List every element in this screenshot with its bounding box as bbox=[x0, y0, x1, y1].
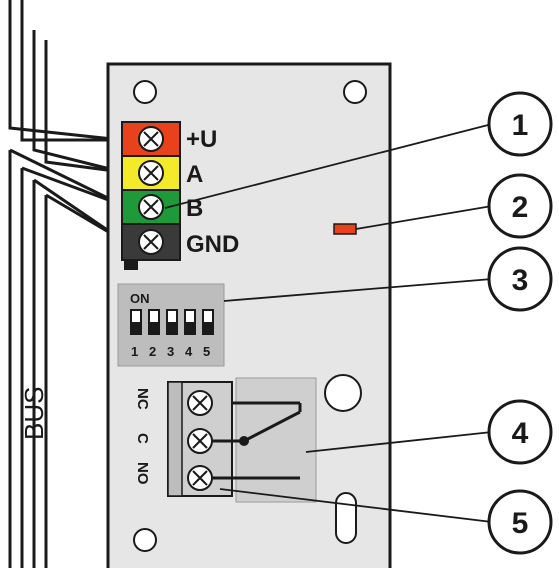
callout-1 bbox=[487, 91, 553, 157]
callout-number-5: 5 bbox=[512, 507, 529, 540]
relay-label-no: NO bbox=[134, 462, 151, 485]
mounting-hole-bottom-left bbox=[133, 528, 157, 552]
relay-label-c: C bbox=[134, 433, 151, 444]
terminal-label-gnd: GND bbox=[186, 231, 239, 258]
dip-switch-on-label: ON bbox=[130, 291, 150, 306]
dip-switch-position-4: 4 bbox=[185, 344, 193, 359]
bus-terminal-block bbox=[121, 121, 181, 270]
callout-leaders bbox=[164, 123, 493, 523]
relay bbox=[212, 377, 317, 503]
callouts: 1 2 3 4 5 bbox=[487, 91, 553, 555]
callout-number-2: 2 bbox=[512, 191, 529, 224]
callout-number-3: 3 bbox=[512, 264, 529, 297]
callout-5 bbox=[487, 489, 553, 555]
bus-cables bbox=[8, 0, 123, 568]
callout-4 bbox=[487, 399, 553, 465]
dip-switch-position-2: 2 bbox=[149, 344, 156, 359]
mounting-hole-top-right bbox=[343, 80, 367, 104]
terminal-label-a: A bbox=[186, 161, 203, 188]
dip-switch-position-5: 5 bbox=[203, 344, 210, 359]
dip-switch-position-3: 3 bbox=[167, 344, 174, 359]
callout-3 bbox=[487, 246, 553, 312]
mounting-hole-large bbox=[324, 374, 362, 412]
status-led bbox=[333, 223, 357, 235]
bus-label: BUS bbox=[19, 387, 49, 440]
mounting-hole-top-left bbox=[133, 80, 157, 104]
callout-number-4: 4 bbox=[512, 417, 529, 450]
callout-number-1: 1 bbox=[512, 109, 529, 142]
mounting-slot bbox=[335, 492, 357, 544]
terminal-label-plus-u: +U bbox=[186, 126, 217, 153]
callout-2 bbox=[487, 173, 553, 239]
dip-switch: ON 1 2 3 4 5 bbox=[117, 283, 225, 367]
relay-label-nc: NC bbox=[134, 388, 151, 410]
dip-switch-position-1: 1 bbox=[131, 344, 138, 359]
